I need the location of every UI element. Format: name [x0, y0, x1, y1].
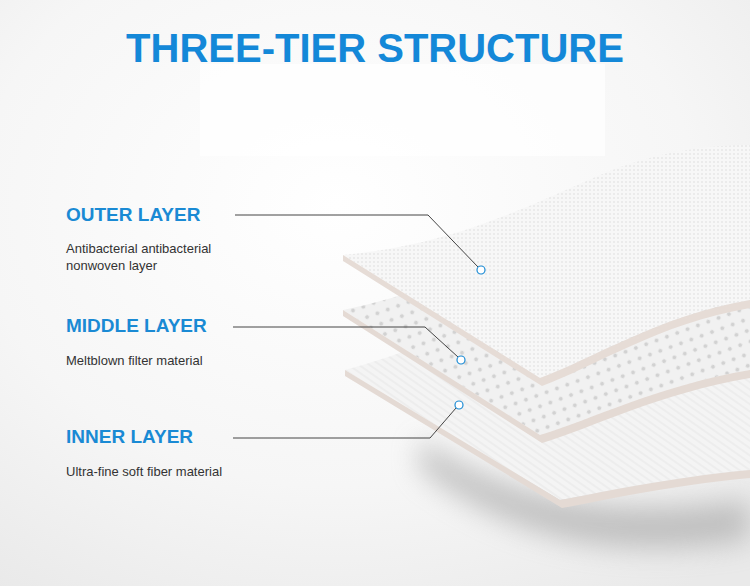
- outer-sheet-edge: [343, 255, 750, 386]
- leader-line: [233, 327, 458, 357]
- leader-dot: [477, 266, 485, 274]
- layer-name: MIDDLE LAYER: [66, 315, 207, 337]
- leader-line: [235, 215, 478, 267]
- leader-line: [233, 408, 456, 438]
- outer-sheet: [343, 145, 750, 378]
- diagram-title: THREE-TIER STRUCTURE: [0, 25, 750, 71]
- title-panel: [200, 64, 605, 156]
- layer-description: Meltblown filter material: [66, 352, 251, 369]
- leader-dot: [457, 356, 465, 364]
- layer-name: OUTER LAYER: [66, 204, 200, 226]
- layer-description: Ultra-fine soft fiber material: [66, 463, 251, 480]
- leader-dot: [455, 401, 463, 409]
- layer-name: INNER LAYER: [66, 426, 193, 448]
- layer-description: Antibacterial antibacterial nonwoven lay…: [66, 240, 251, 274]
